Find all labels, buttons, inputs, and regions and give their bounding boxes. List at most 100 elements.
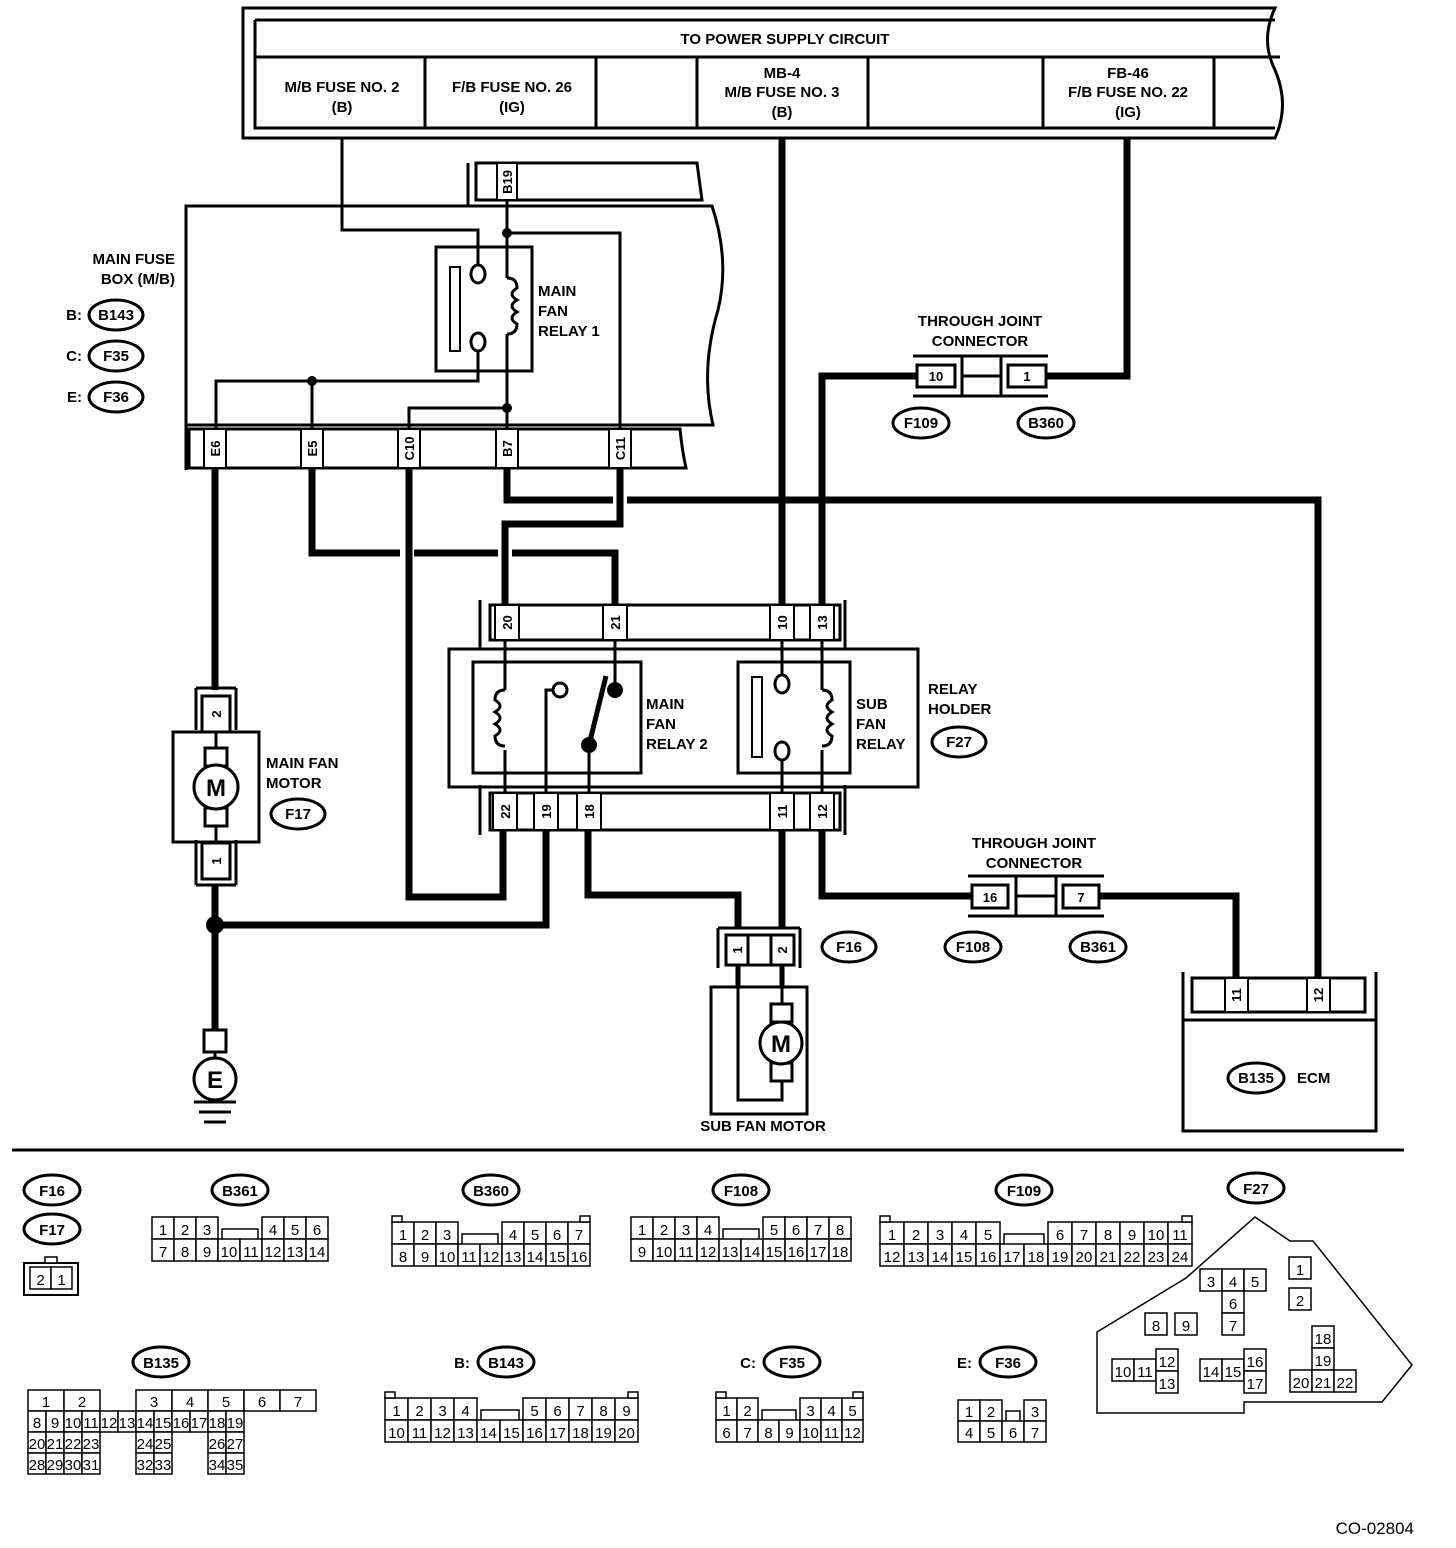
connector-b135-tag: B135 bbox=[1238, 1070, 1274, 1087]
svg-text:20: 20 bbox=[29, 1436, 46, 1453]
svg-text:8: 8 bbox=[399, 1249, 407, 1266]
relay-holder-label-2: HOLDER bbox=[928, 701, 992, 718]
motor-icon bbox=[758, 1020, 804, 1066]
terminal-c11: C11 bbox=[608, 428, 632, 469]
svg-text:MAIN: MAIN bbox=[646, 696, 684, 713]
relay-coil-icon bbox=[821, 688, 835, 748]
svg-text:10: 10 bbox=[65, 1415, 82, 1432]
svg-text:7: 7 bbox=[1077, 890, 1084, 905]
svg-text:C10: C10 bbox=[402, 437, 417, 461]
svg-text:1: 1 bbox=[159, 1222, 167, 1239]
svg-text:20: 20 bbox=[500, 615, 515, 629]
svg-text:3: 3 bbox=[150, 1394, 158, 1411]
fuse-cell-mb3-type: (B) bbox=[772, 104, 793, 121]
mfb-connector-e: E: F36 bbox=[67, 380, 145, 414]
svg-text:13: 13 bbox=[505, 1249, 522, 1266]
connector-b360-tag: B360 bbox=[1028, 415, 1064, 432]
terminal-21: 21 bbox=[602, 604, 628, 641]
svg-text:2: 2 bbox=[209, 710, 224, 717]
svg-text:11: 11 bbox=[83, 1415, 99, 1432]
power-supply-header: TO POWER SUPPLY CIRCUIT bbox=[681, 31, 890, 48]
fuse-cell-mb3: M/B FUSE NO. 3 bbox=[724, 84, 839, 101]
svg-text:5: 5 bbox=[531, 1227, 539, 1244]
svg-text:28: 28 bbox=[29, 1457, 46, 1474]
svg-text:18: 18 bbox=[582, 804, 597, 818]
svg-text:16: 16 bbox=[1247, 1354, 1264, 1371]
svg-text:B360: B360 bbox=[473, 1183, 509, 1200]
terminal-13: 13 bbox=[809, 604, 835, 641]
svg-text:RELAY 1: RELAY 1 bbox=[538, 323, 600, 340]
svg-text:E6: E6 bbox=[208, 441, 223, 457]
svg-text:7: 7 bbox=[159, 1244, 167, 1261]
svg-text:13: 13 bbox=[1159, 1376, 1176, 1393]
svg-text:1: 1 bbox=[722, 1403, 730, 1420]
svg-text:2: 2 bbox=[421, 1227, 429, 1244]
svg-text:FAN: FAN bbox=[856, 716, 886, 733]
svg-text:1: 1 bbox=[392, 1403, 400, 1420]
svg-text:3: 3 bbox=[438, 1403, 446, 1420]
sub-fan-motor-label: SUB FAN MOTOR bbox=[700, 1118, 826, 1135]
svg-text:22: 22 bbox=[1337, 1375, 1354, 1392]
svg-text:2: 2 bbox=[912, 1227, 920, 1244]
svg-text:THROUGH JOINT: THROUGH JOINT bbox=[972, 835, 1096, 852]
svg-text:F36: F36 bbox=[103, 389, 129, 406]
svg-text:1: 1 bbox=[638, 1222, 646, 1239]
svg-text:6: 6 bbox=[1056, 1227, 1064, 1244]
svg-text:20: 20 bbox=[1293, 1375, 1310, 1392]
svg-text:20: 20 bbox=[1076, 1249, 1093, 1266]
svg-text:12: 12 bbox=[884, 1249, 901, 1266]
terminal-b19: B19 bbox=[500, 170, 515, 194]
svg-text:13: 13 bbox=[287, 1244, 304, 1261]
svg-text:11: 11 bbox=[412, 1425, 428, 1442]
svg-text:14: 14 bbox=[480, 1425, 497, 1442]
svg-text:1: 1 bbox=[965, 1404, 973, 1421]
svg-text:18: 18 bbox=[1315, 1331, 1332, 1348]
svg-text:FAN: FAN bbox=[538, 303, 568, 320]
svg-text:8: 8 bbox=[1152, 1318, 1160, 1335]
svg-text:F16: F16 bbox=[39, 1183, 65, 1200]
connector-f109-tag: F109 bbox=[904, 415, 938, 432]
svg-text:B:: B: bbox=[66, 307, 82, 324]
svg-text:13: 13 bbox=[119, 1415, 136, 1432]
svg-text:7: 7 bbox=[814, 1222, 822, 1239]
svg-text:18: 18 bbox=[209, 1415, 226, 1432]
svg-text:4: 4 bbox=[704, 1222, 712, 1239]
svg-text:THROUGH JOINT: THROUGH JOINT bbox=[918, 313, 1042, 330]
svg-text:C11: C11 bbox=[613, 437, 628, 460]
svg-text:4: 4 bbox=[186, 1394, 194, 1411]
svg-text:15: 15 bbox=[503, 1425, 520, 1442]
svg-text:4: 4 bbox=[461, 1403, 469, 1420]
svg-text:32: 32 bbox=[137, 1457, 154, 1474]
svg-text:B143: B143 bbox=[488, 1355, 524, 1372]
svg-text:6: 6 bbox=[1229, 1296, 1237, 1313]
through-joint-connector-bottom: THROUGH JOINT CONNECTOR 16 7 F108 B361 bbox=[943, 835, 1128, 964]
svg-text:14: 14 bbox=[527, 1249, 544, 1266]
svg-text:11: 11 bbox=[824, 1425, 840, 1442]
svg-text:12: 12 bbox=[101, 1415, 118, 1432]
svg-text:3: 3 bbox=[1207, 1274, 1215, 1291]
svg-text:2: 2 bbox=[181, 1222, 189, 1239]
svg-text:1: 1 bbox=[1023, 369, 1030, 384]
svg-text:1: 1 bbox=[1296, 1262, 1304, 1279]
svg-text:F36: F36 bbox=[995, 1355, 1021, 1372]
svg-text:RELAY: RELAY bbox=[856, 736, 905, 753]
svg-text:13: 13 bbox=[908, 1249, 925, 1266]
terminal-19: 19 bbox=[533, 792, 559, 831]
svg-text:5: 5 bbox=[291, 1222, 299, 1239]
svg-text:6: 6 bbox=[258, 1394, 266, 1411]
mfb-connector-b: B: B143 bbox=[66, 298, 145, 332]
svg-text:18: 18 bbox=[1028, 1249, 1045, 1266]
main-fuse-box-label-2: BOX (M/B) bbox=[101, 271, 175, 288]
svg-text:15: 15 bbox=[155, 1415, 172, 1432]
connector-f17-tag: F17 bbox=[285, 806, 311, 823]
svg-text:B361: B361 bbox=[222, 1183, 258, 1200]
svg-text:22: 22 bbox=[498, 804, 513, 818]
svg-text:10: 10 bbox=[929, 369, 943, 384]
svg-text:2: 2 bbox=[36, 1272, 44, 1289]
svg-text:6: 6 bbox=[313, 1222, 321, 1239]
svg-text:1: 1 bbox=[57, 1272, 65, 1289]
